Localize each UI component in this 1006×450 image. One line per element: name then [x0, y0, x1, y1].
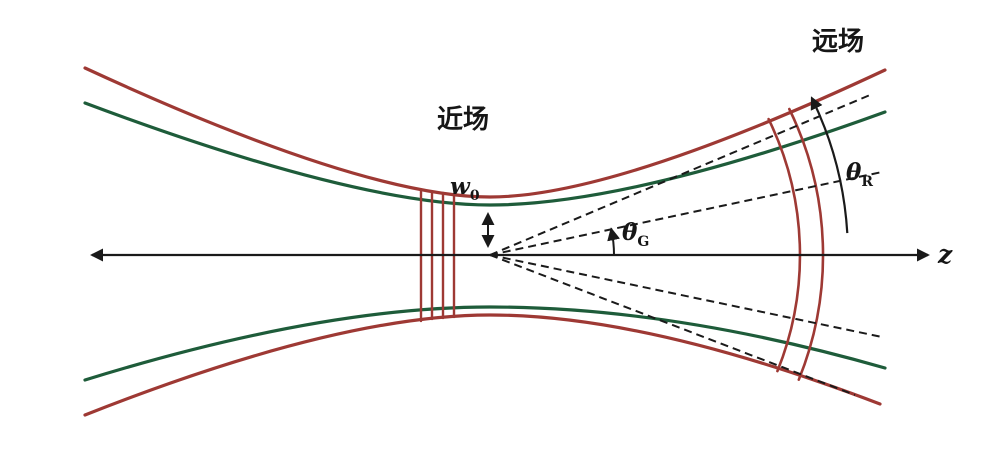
- beam-waist-subscript: 0: [470, 188, 480, 204]
- theta-r-label: θR: [846, 159, 873, 190]
- wavefront-arc-outer: [788, 107, 825, 381]
- dashed-asymptote-upper-shallow: [489, 171, 883, 256]
- wavefront-arc-inner: [767, 117, 802, 373]
- green-beam-envelope: [83, 101, 887, 382]
- theta-g-label: θG: [622, 219, 649, 250]
- divergence-dashed-lines: [489, 94, 883, 396]
- theta-r-subscript: R: [861, 174, 873, 190]
- z-axis-label: z: [937, 240, 953, 269]
- red-envelope-upper-curve: [83, 66, 887, 199]
- green-envelope-upper-curve: [83, 101, 887, 207]
- beam-waist-label: w0: [450, 173, 480, 204]
- theta-g-subscript: G: [637, 234, 649, 250]
- green-envelope-lower-curve: [83, 305, 887, 382]
- dashed-asymptote-upper-steep: [489, 94, 871, 256]
- theta-r-angle-arc: [810, 96, 849, 234]
- theta-r-symbol: θ: [846, 159, 862, 186]
- red-envelope-lower-curve: [83, 313, 882, 417]
- theta-g-angle-arc: [607, 227, 620, 256]
- beam-waist-symbol: w: [450, 173, 471, 200]
- near-field-label: 近场: [437, 105, 489, 135]
- theta-g-symbol: θ: [622, 219, 638, 246]
- dashed-asymptote-lower-shallow: [489, 254, 883, 338]
- dashed-asymptote-lower-steep: [489, 254, 856, 396]
- far-field-label: 远场: [812, 27, 864, 57]
- red-beam-envelope: [83, 66, 887, 417]
- far-field-wavefront-arcs: [767, 107, 825, 381]
